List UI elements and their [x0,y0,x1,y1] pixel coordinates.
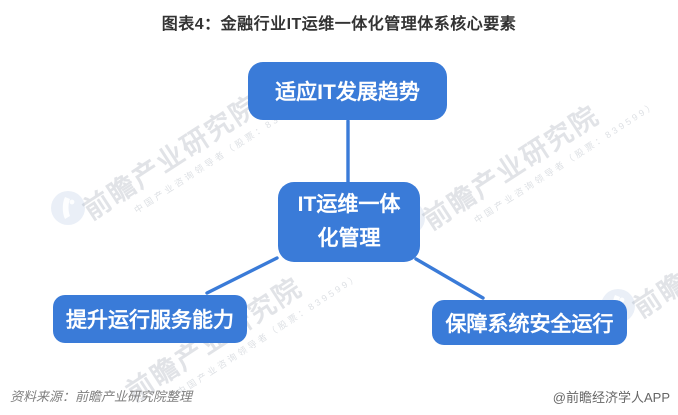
node-improve-service-capability: 提升运行服务能力 [53,295,247,343]
node-ensure-system-security: 保障系统安全运行 [432,300,627,345]
source-note: 资料来源：前瞻产业研究院整理 [10,389,193,404]
app-credit: @前瞻经济学人APP [552,390,670,405]
page-title: 图表4：金融行业IT运维一体化管理体系核心要素 [161,16,517,33]
node-adapt-it-trends: 适应IT发展趋势 [248,62,447,120]
node-it-ops-integrated-management: IT运维一体 化管理 [278,182,420,262]
